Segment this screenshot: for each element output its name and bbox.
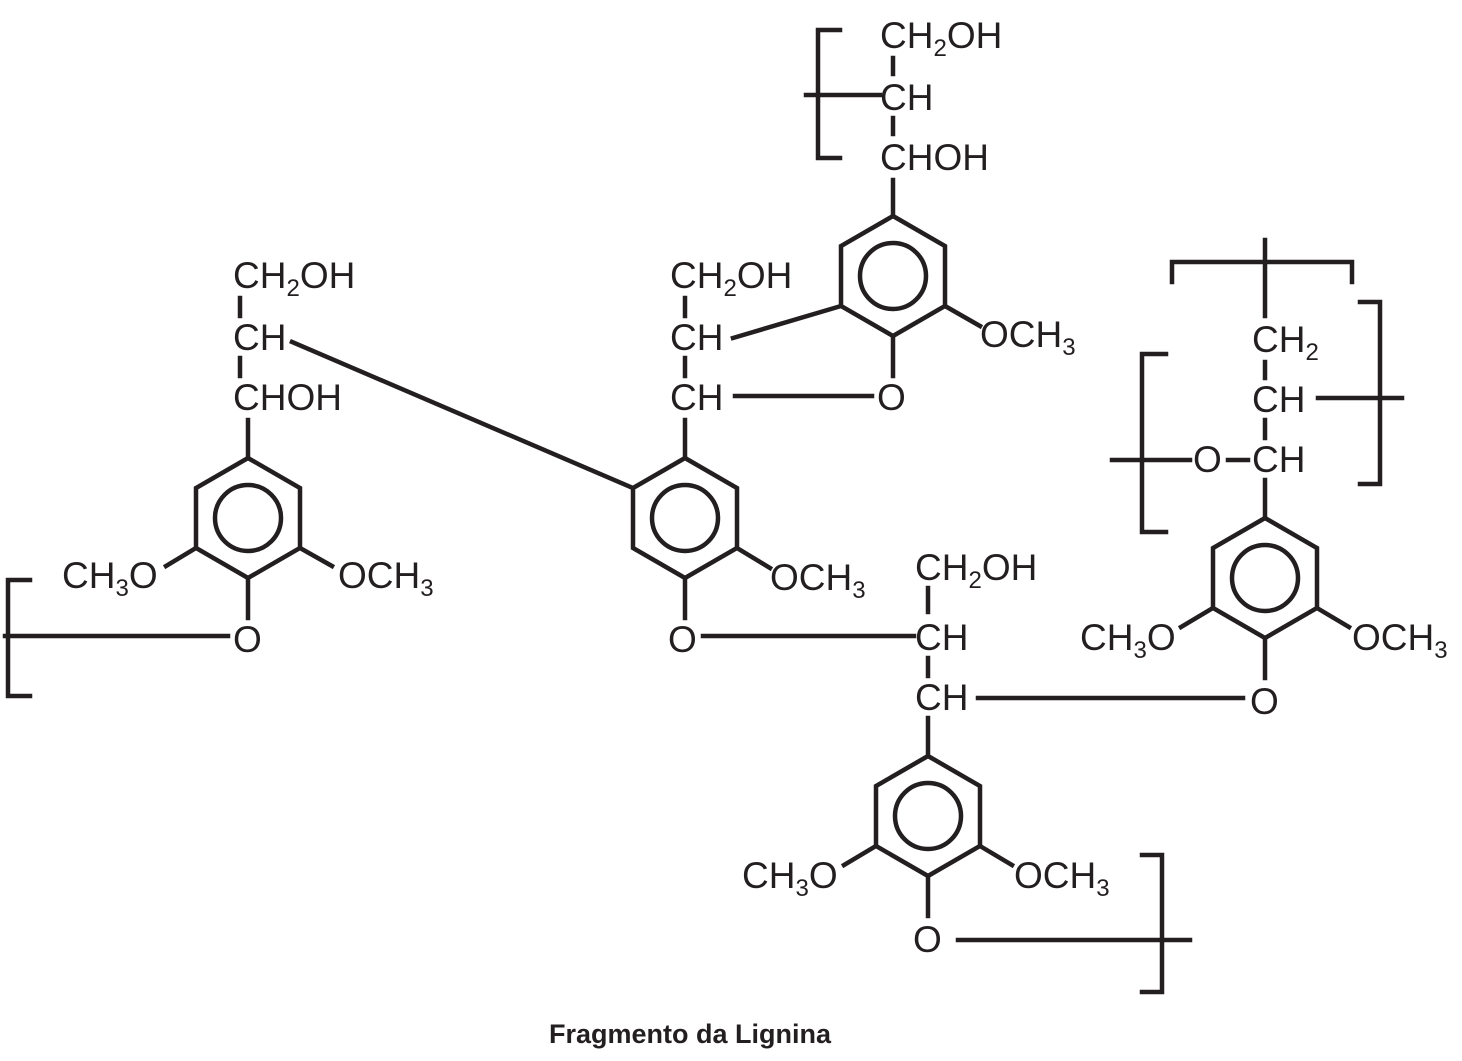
bracket-bottom-right bbox=[1139, 852, 1165, 995]
ch-label-middle-upper: CH bbox=[670, 317, 723, 358]
ch2oh-label-lower: CH2OH bbox=[915, 547, 1037, 594]
bonds bbox=[2, 27, 1405, 995]
bracket-left bbox=[5, 577, 33, 699]
aromatic-circle-d bbox=[1229, 542, 1301, 614]
aromatic-circle-b bbox=[212, 482, 284, 554]
aromatic-circle-c bbox=[649, 482, 721, 554]
aromatic-circle-a bbox=[857, 240, 929, 312]
ch3o-label-ring-b: CH3O bbox=[62, 555, 158, 602]
benzene-ring-c bbox=[630, 455, 740, 581]
ch-label-top: CH bbox=[880, 77, 933, 118]
bracket-right bbox=[1357, 299, 1383, 487]
o-label-ring-d: O bbox=[1250, 681, 1279, 722]
ch2-label-right: CH2 bbox=[1252, 319, 1319, 366]
och3-label-ring-b: OCH3 bbox=[338, 555, 434, 602]
ch-label-lower-upper: CH bbox=[915, 617, 968, 658]
atom-labels: CH2OH CH CHOH OCH3 O CH2OH CH CH CH2OH C… bbox=[62, 15, 1448, 960]
choh-label-top: CHOH bbox=[880, 137, 989, 178]
ch2oh-label-middle: CH2OH bbox=[670, 255, 792, 302]
o-label-ring-e: O bbox=[913, 919, 942, 960]
figure-caption: Fragmento da Lignina bbox=[549, 1019, 832, 1049]
ch-label-right-upper: CH bbox=[1252, 379, 1305, 420]
benzene-ring-a bbox=[838, 213, 948, 339]
ch2oh-label-top: CH2OH bbox=[880, 15, 1002, 62]
ch3o-label-ring-e: CH3O bbox=[742, 855, 838, 902]
ch-label-lower-lower: CH bbox=[915, 677, 968, 718]
o-label-ring-c: O bbox=[668, 619, 697, 660]
och3-label-ring-c: OCH3 bbox=[770, 557, 866, 604]
o-label-ring-b: O bbox=[233, 619, 262, 660]
och3-label-ring-d: OCH3 bbox=[1352, 617, 1448, 664]
o-label-ring-a: O bbox=[877, 377, 906, 418]
och3-label-ring-a: OCH3 bbox=[980, 314, 1076, 361]
choh-label-left: CHOH bbox=[233, 377, 342, 418]
och3-label-ring-e: OCH3 bbox=[1014, 855, 1110, 902]
benzene-ring-d bbox=[1210, 515, 1320, 641]
ch-label-right-lower: CH bbox=[1252, 439, 1305, 480]
benzene-ring-b bbox=[193, 455, 303, 581]
ch2oh-label-left: CH2OH bbox=[233, 255, 355, 302]
benzene-ring-e bbox=[873, 753, 983, 879]
bracket-middle-right bbox=[1139, 351, 1169, 535]
bracket-top-left bbox=[815, 27, 843, 161]
ch-label-middle-lower: CH bbox=[670, 377, 723, 418]
o-label-right-chain: O bbox=[1193, 439, 1222, 480]
ch3o-label-ring-d: CH3O bbox=[1080, 617, 1176, 664]
ch-label-left: CH bbox=[233, 317, 286, 358]
bracket-top-right bbox=[1169, 259, 1355, 285]
aromatic-circle-e bbox=[892, 780, 964, 852]
